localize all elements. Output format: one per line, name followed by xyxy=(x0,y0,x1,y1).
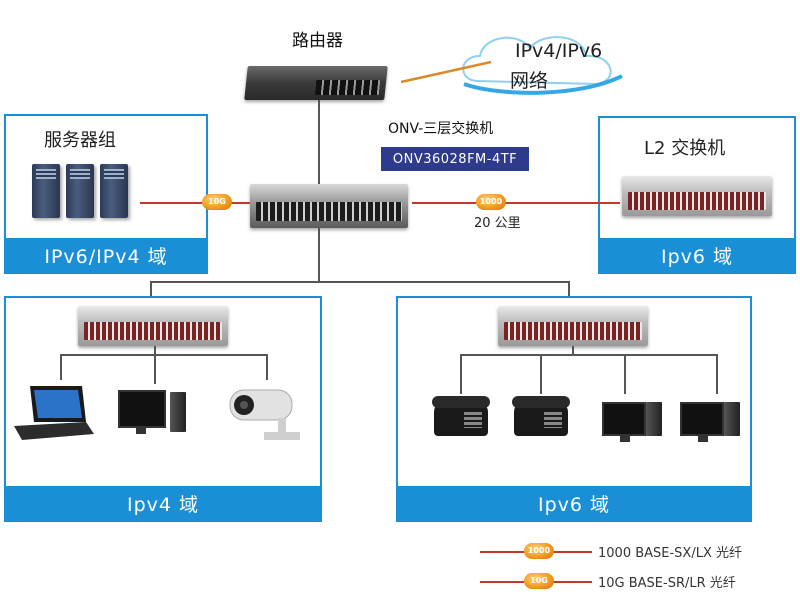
ip-phone-icon-2 xyxy=(512,396,570,436)
ipv4-drop-2 xyxy=(154,354,156,384)
right-drop-wire xyxy=(568,281,570,305)
server-domain-panel: 服务器组 IPv6/IPv4 域 xyxy=(4,114,208,274)
cloud-icon xyxy=(462,36,623,95)
router-core-wire xyxy=(318,100,320,184)
ipv4-branch-bar xyxy=(60,354,268,356)
l2-panel-title: L2 交换机 xyxy=(644,138,726,159)
ipv4-domain-panel: Ipv4 域 xyxy=(4,296,322,522)
left-drop-wire xyxy=(150,281,152,305)
router-device xyxy=(244,66,388,100)
ip-camera-icon xyxy=(229,389,300,440)
ip-phone-icon-1 xyxy=(432,396,490,436)
server-icon-3 xyxy=(100,164,128,218)
distribution-bus xyxy=(150,281,570,283)
badge-10g-server: 10G xyxy=(202,194,232,210)
core-switch-device xyxy=(250,184,408,228)
badge-1000-l2: 1000 xyxy=(476,194,506,210)
ipv6-desktop-monitor-icon-2 xyxy=(680,402,724,442)
ipv6-drop-4 xyxy=(716,354,718,394)
laptop-icon xyxy=(14,386,94,440)
legend-badge-1000: 1000 xyxy=(524,543,554,559)
ipv4-drop-1 xyxy=(60,354,62,380)
ipv6-desktop-tower-icon-2 xyxy=(724,402,740,436)
cloud-line1: IPv4/IPv6 xyxy=(515,40,603,62)
router-label: 路由器 xyxy=(292,31,343,51)
l2-switch-device xyxy=(622,176,772,216)
server-core-fiber xyxy=(140,202,250,204)
legend-text-10g: 10G BASE-SR/LR 光纤 xyxy=(598,576,736,591)
server-panel-title: 服务器组 xyxy=(44,130,116,151)
core-switch-label: ONV-三层交换机 xyxy=(388,121,494,137)
ipv4-access-switch xyxy=(78,306,228,346)
ipv4-stem xyxy=(154,346,156,356)
ipv6-stem xyxy=(572,346,574,356)
server-icon-1 xyxy=(32,164,60,218)
legend-text-1000: 1000 BASE-SX/LX 光纤 xyxy=(598,546,743,561)
l2-panel-band: Ipv6 域 xyxy=(600,238,794,272)
ipv6-drop-1 xyxy=(460,354,462,394)
ipv6-panel-band: Ipv6 域 xyxy=(398,486,750,520)
ipv6-drop-2 xyxy=(540,354,542,394)
core-l2-fiber xyxy=(412,202,620,204)
cloud-line2: 网络 xyxy=(510,70,549,92)
ipv6-drop-3 xyxy=(624,354,626,394)
ipv6-access-switch xyxy=(498,306,648,346)
ipv6-desktop-monitor-icon-1 xyxy=(602,402,646,442)
core-model-box: ONV36028FM-4TF xyxy=(381,147,529,171)
ipv6-branch-bar xyxy=(460,354,716,356)
ipv4-desktop-tower-icon xyxy=(170,392,186,432)
l2-domain-panel: L2 交换机 Ipv6 域 xyxy=(598,116,796,274)
ipv6-desktop-tower-icon-1 xyxy=(646,402,662,436)
server-icon-2 xyxy=(66,164,94,218)
ipv4-drop-3 xyxy=(266,354,268,380)
router-cloud-link xyxy=(400,60,492,84)
ipv4-panel-band: Ipv4 域 xyxy=(6,486,320,520)
ipv4-desktop-monitor-icon xyxy=(118,390,166,434)
server-panel-band: IPv6/IPv4 域 xyxy=(6,238,206,272)
core-down-wire xyxy=(318,228,320,282)
link-distance-label: 20 公里 xyxy=(474,216,521,231)
legend-badge-10g: 10G xyxy=(524,573,554,589)
ipv6-domain-panel: Ipv6 域 xyxy=(396,296,752,522)
